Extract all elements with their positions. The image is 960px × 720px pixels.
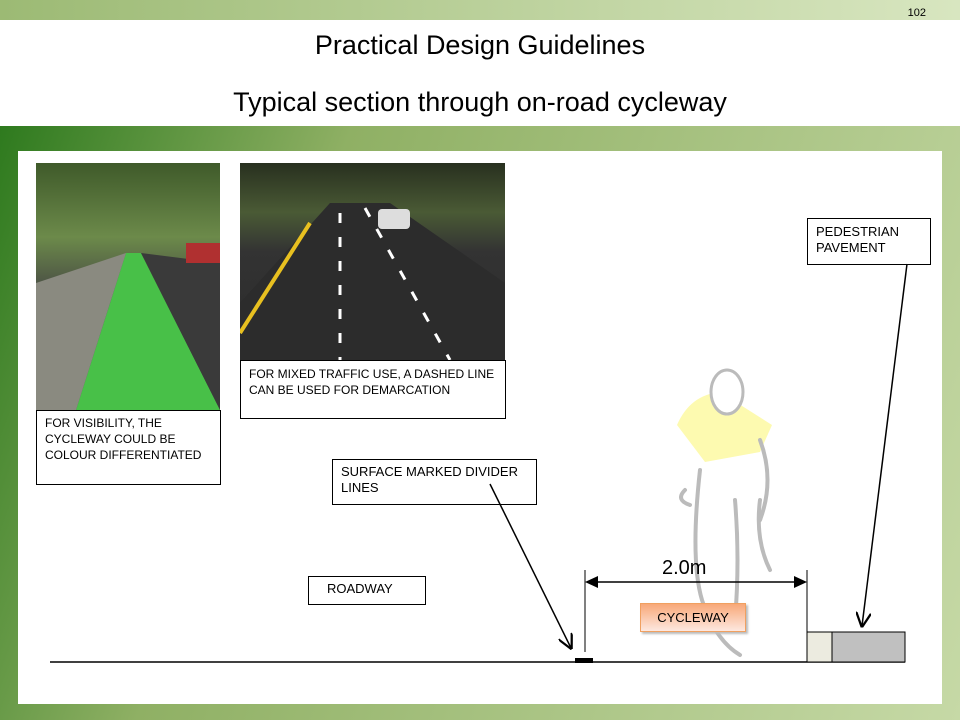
visibility-callout: FOR VISIBILITY, THE CYCLEWAY COULD BE CO… xyxy=(36,410,221,485)
pedestrian-pavement-label: PEDESTRIAN PAVEMENT xyxy=(807,218,931,265)
divider-line-marker xyxy=(575,658,593,663)
divider-lines-label: SURFACE MARKED DIVIDER LINES xyxy=(332,459,537,505)
dashed-line-road-photo xyxy=(240,163,505,360)
slide-subtitle: Typical section through on-road cycleway xyxy=(233,87,727,117)
roadway-label: ROADWAY xyxy=(308,576,426,605)
cycleway-width-label: 2.0m xyxy=(662,557,707,579)
page-number: 102 xyxy=(907,7,926,19)
slide-title: Practical Design Guidelines xyxy=(314,30,646,60)
cycleway-label: CYCLEWAY xyxy=(640,603,746,632)
divider-pointer-arrow xyxy=(489,483,571,648)
top-band xyxy=(0,0,960,20)
pavement-pointer-arrow xyxy=(862,263,908,626)
cyclist-illustration xyxy=(677,368,772,657)
title-band xyxy=(0,20,960,126)
dimension-arrow-right xyxy=(794,576,807,588)
dimension-arrow-left xyxy=(585,576,598,588)
pavement-block xyxy=(831,631,906,663)
photo-illustration xyxy=(240,203,505,360)
kerb xyxy=(806,631,833,663)
mixed-traffic-callout: FOR MIXED TRAFFIC USE, A DASHED LINE CAN… xyxy=(240,360,506,419)
photo-illustration xyxy=(36,243,220,410)
green-cycleway-photo xyxy=(36,163,220,410)
